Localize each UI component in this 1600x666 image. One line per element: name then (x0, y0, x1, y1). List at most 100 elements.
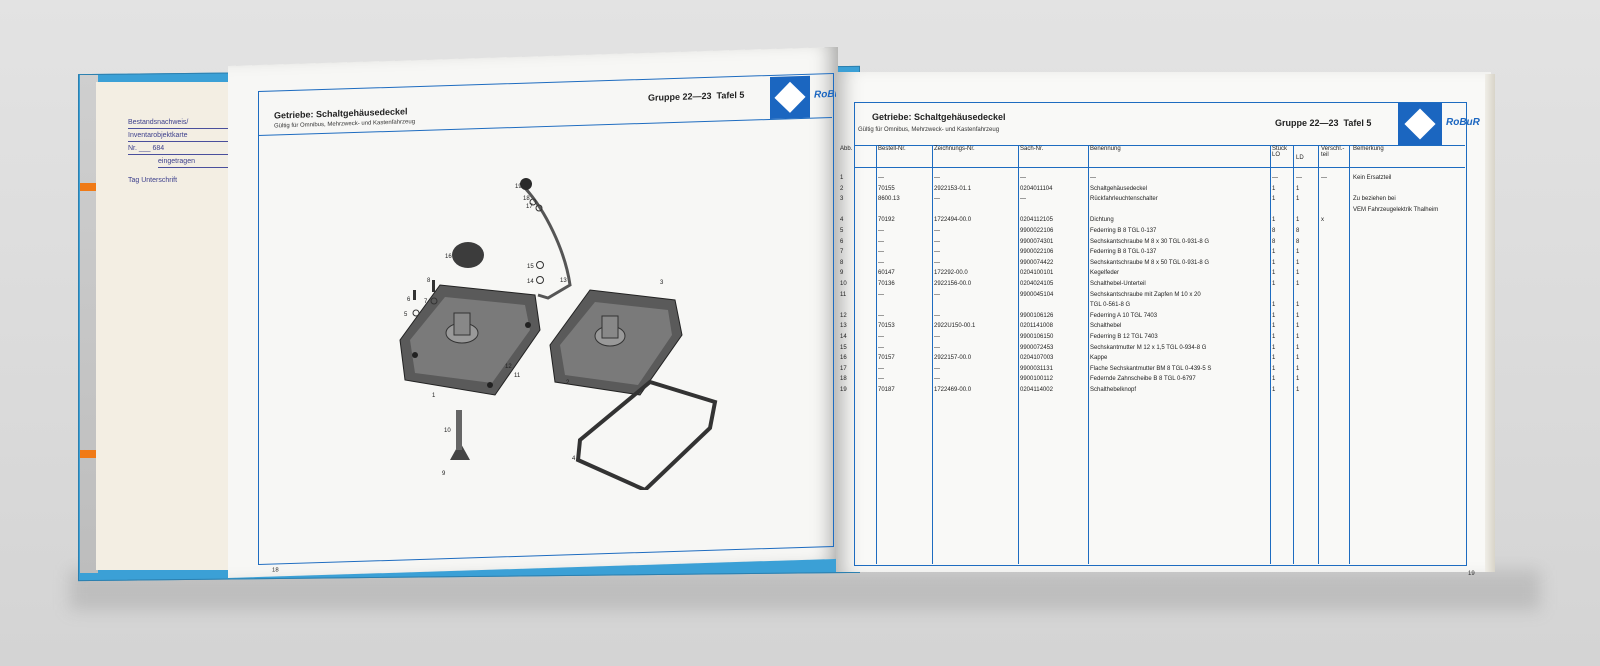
column-rule (932, 146, 933, 564)
table-cell: 8 (1296, 238, 1300, 245)
table-cell: 1 (1296, 386, 1300, 393)
callout: 12 (505, 364, 512, 370)
table-cell (1319, 355, 1351, 366)
table-cell: — (934, 312, 940, 319)
table-cell: 1 (1296, 376, 1300, 383)
table-cell: 2922157-00.0 (934, 355, 972, 362)
col-header: Bestell-Nr. (878, 146, 906, 152)
table-cell: 1 (1296, 323, 1300, 330)
table-cell: 1 (1272, 196, 1276, 203)
table-cell (1319, 239, 1351, 250)
col-header: Abb. (840, 146, 853, 152)
gruppe-label: Gruppe 22—23 (1275, 118, 1339, 128)
table-cell: 1 (1296, 280, 1300, 287)
table-cell: 1 (1272, 376, 1276, 383)
table-cell (838, 207, 876, 218)
col-header: Benennung (1090, 146, 1121, 152)
table-cell: Dichtung (1090, 217, 1114, 224)
table-cell: — (934, 227, 940, 234)
table-cell (1319, 345, 1351, 356)
table-cell (1319, 270, 1351, 281)
table-cell (1351, 281, 1471, 292)
left-page-number: 18 (272, 567, 279, 574)
table-cell: — (934, 196, 940, 203)
column-rule (1293, 146, 1294, 564)
table-cell (1351, 270, 1471, 281)
table-cell: 2 (840, 185, 844, 192)
table-cell (1319, 260, 1351, 271)
table-cell (1319, 249, 1351, 260)
table-cell: Sechskantschraube mit Zapfen M 10 x 20 (1090, 291, 1201, 298)
shift-lever-icon (523, 186, 572, 300)
cover-orange-stripe-top (80, 183, 98, 191)
table-cell: 13 (840, 323, 847, 330)
table-cell (1351, 387, 1471, 398)
col-header: Verschl.-teil (1321, 146, 1345, 158)
stamp-line: Nr. ___ 684 (128, 144, 228, 155)
table-cell: — (934, 365, 940, 372)
exploded-parts-drawing: 19 18 17 16 15 14 13 3 8 6 7 5 1 12 11 2… (399, 178, 718, 490)
table-cell: TGL 0-561-8 G (1090, 302, 1131, 309)
table-cell: Federring B 8 TGL 0-137 (1090, 227, 1157, 234)
table-cell: 1 (1296, 259, 1300, 266)
left-logo-icon (770, 75, 810, 119)
table-cell (1270, 207, 1294, 218)
table-cell (1018, 207, 1088, 218)
table-cell (1319, 292, 1351, 303)
table-cell: 1 (1272, 270, 1276, 277)
table-cell: 7 (840, 249, 844, 256)
table-cell: — (934, 259, 940, 266)
rubber-cap-icon (452, 242, 484, 268)
table-cell: 1 (1272, 333, 1276, 340)
callout: 13 (560, 278, 567, 284)
table-cell: Sechskantschraube M 8 x 50 TGL 0-931-8 G (1090, 259, 1210, 266)
table-cell: 1 (1296, 185, 1300, 192)
lever-lower-part-icon (456, 410, 462, 450)
right-page-gruppe: Gruppe 22—23 Tafel 5 (1275, 118, 1371, 128)
column-rule (876, 146, 877, 564)
table-cell: 0201141008 (1020, 323, 1053, 330)
table-cell: — (878, 312, 884, 319)
table-cell: 14 (840, 333, 847, 340)
table-cell: 1 (1296, 217, 1300, 224)
table-cell: 1722494-00.0 (934, 217, 972, 224)
table-cell (876, 207, 932, 218)
table-cell: 70153 (878, 323, 895, 330)
table-cell: — (878, 333, 884, 340)
table-cell (1319, 228, 1351, 239)
table-cell: 70192 (878, 217, 895, 224)
table-cell (1351, 323, 1471, 334)
col-header: Stück LO (1272, 146, 1288, 158)
table-cell: — (878, 344, 884, 351)
right-logo-text: RoBuR (1446, 117, 1480, 128)
table-cell (1294, 207, 1319, 218)
cover-orange-stripe-bottom (80, 450, 98, 458)
table-cell: 1 (1272, 365, 1276, 372)
table-cell: 1 (1296, 312, 1300, 319)
table-cell: 9900106150 (1020, 333, 1054, 340)
table-cell: Federring A 10 TGL 7403 (1090, 312, 1158, 319)
gasket-icon (575, 379, 718, 490)
table-cell: 10 (840, 280, 847, 287)
table-cell: Schalthebelknopf (1090, 386, 1137, 393)
col-header: Zeichnungs-Nr. (934, 146, 975, 152)
table-cell: 5 (840, 227, 844, 234)
table-cell: — (878, 238, 884, 245)
callout: 3 (660, 280, 664, 286)
callout: 9 (442, 471, 446, 477)
callout: 10 (444, 428, 451, 434)
table-cell: 1 (1272, 355, 1276, 362)
table-cell (1351, 239, 1471, 250)
table-cell: Schalthebel-Unterteil (1090, 280, 1146, 287)
table-cell: 2922156-00.0 (934, 280, 972, 287)
table-cell: 0204100101 (1020, 270, 1054, 277)
table-cell (932, 207, 1018, 218)
table-cell: 60147 (878, 270, 895, 277)
